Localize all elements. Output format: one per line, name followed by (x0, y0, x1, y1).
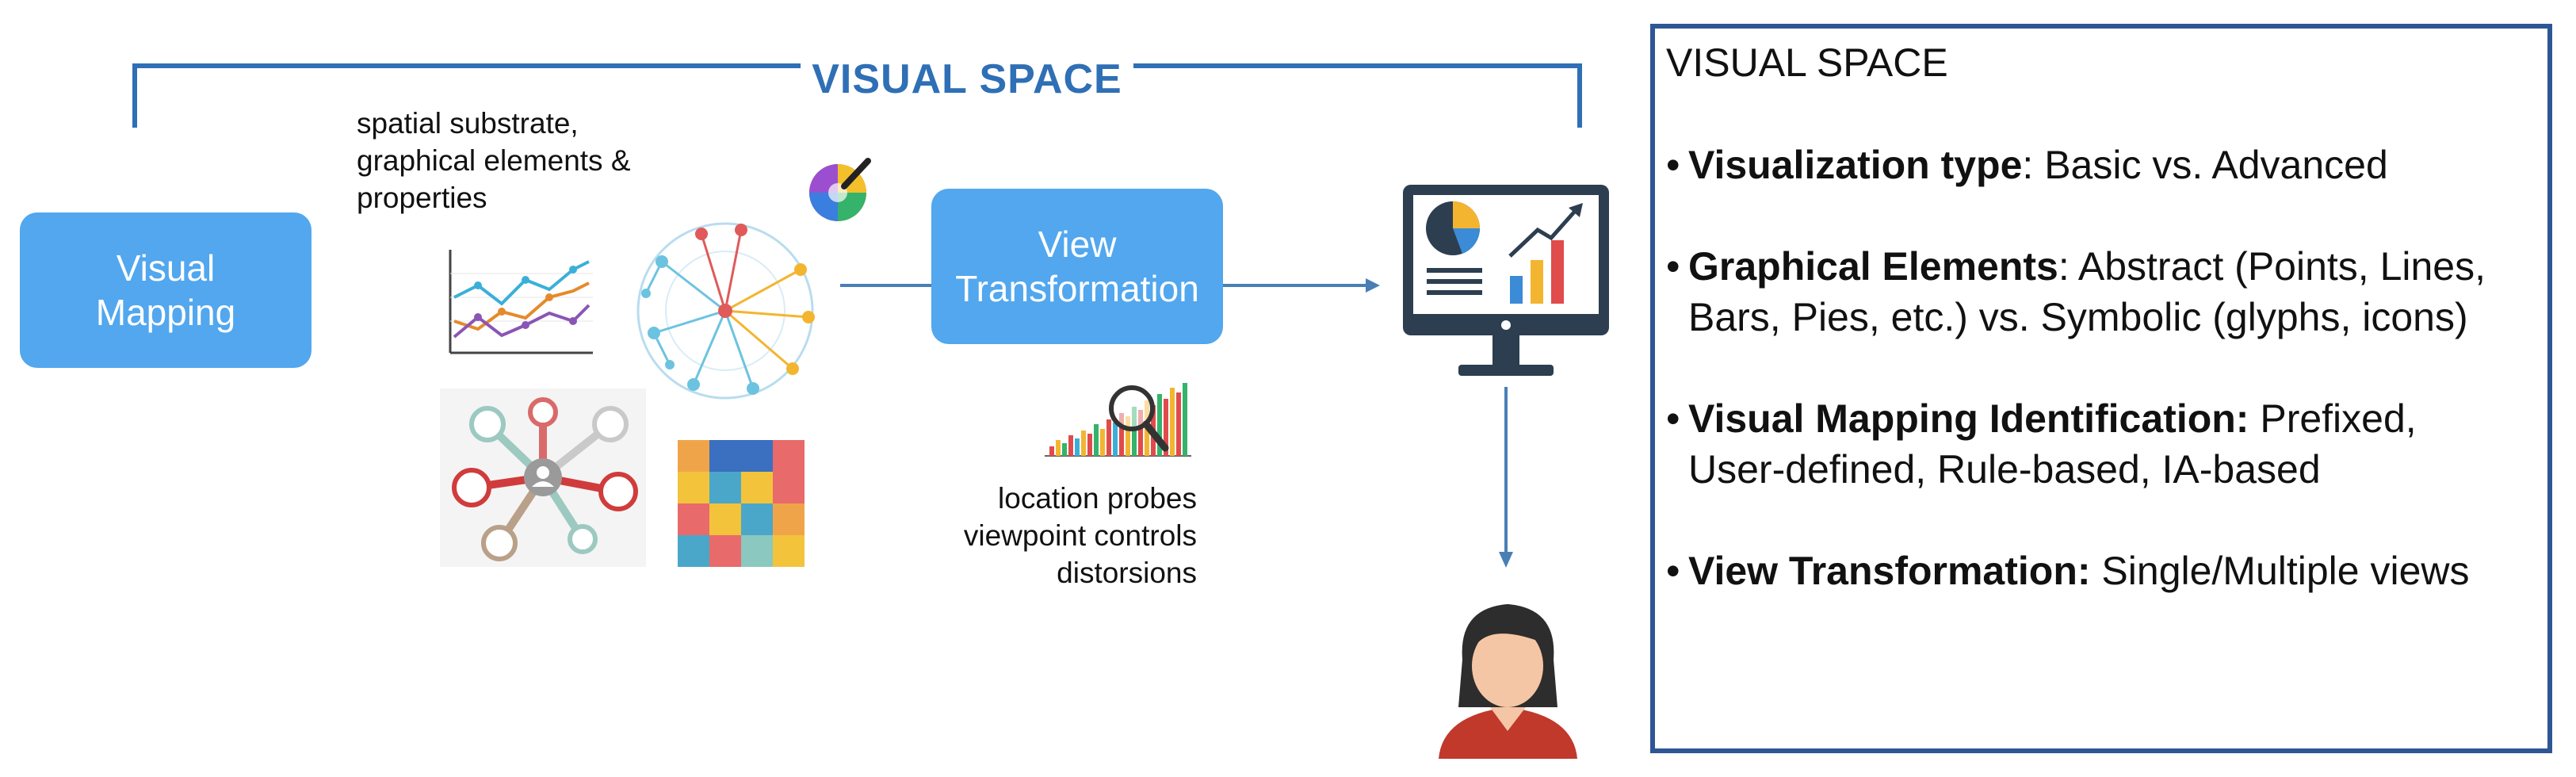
bullet-dot: • (1666, 143, 1680, 187)
bullet-visualization-type: •Visualization type: Basic vs. Advanced (1666, 140, 2538, 190)
monitor-dashboard-icon (1403, 185, 1609, 376)
bullet-dot: • (1666, 549, 1680, 593)
visual-space-bracket-right (1133, 63, 1582, 128)
probes-caption-line: viewpoint controls (963, 519, 1197, 552)
heatmap-icon (678, 440, 805, 567)
bullet-bold: Visual Mapping Identification: (1688, 396, 2249, 441)
connector-arrow-to-monitor (1223, 278, 1380, 293)
visual-space-panel: VISUAL SPACE •Visualization type: Basic … (1650, 24, 2552, 753)
bullet-bold: View Transformation: (1688, 549, 2091, 593)
view-transformation-line2: Transformation (955, 268, 1199, 309)
color-picker-icon (809, 158, 871, 221)
substrate-caption-line: graphical elements & (357, 144, 631, 177)
probes-caption: location probes viewpoint controls disto… (919, 480, 1197, 591)
bullet-bold: Graphical Elements (1688, 244, 2058, 289)
bullet-dot: • (1666, 244, 1680, 289)
magnifier-chart-icon (1045, 383, 1191, 457)
bullet-view-transformation: •View Transformation: Single/Multiple vi… (1666, 545, 2538, 596)
user-avatar-icon (1439, 604, 1577, 759)
substrate-caption-line: properties (357, 182, 487, 214)
visual-mapping-line2: Mapping (95, 292, 236, 333)
visual-mapping-box: Visual Mapping (20, 212, 311, 368)
connector-arrow-to-user (1499, 387, 1513, 568)
view-transformation-line1: View (1038, 224, 1117, 265)
bullet-graphical-elements: •Graphical Elements: Abstract (Points, L… (1666, 241, 2538, 343)
bullet-text-line2: User-defined, Rule-based, IA-based (1688, 447, 2321, 492)
radial-network-icon (636, 222, 815, 400)
bullet-visual-mapping-identification: •Visual Mapping Identification: Prefixed… (1666, 393, 2538, 495)
bullet-text: Prefixed, (2249, 396, 2417, 441)
mind-map-icon (440, 388, 646, 567)
panel-title: VISUAL SPACE (1666, 40, 1948, 85)
probes-caption-line: location probes (998, 482, 1197, 515)
visual-space-header: VISUAL SPACE (801, 56, 1133, 103)
view-transformation-box: View Transformation (931, 189, 1223, 344)
visual-space-bracket-left (132, 63, 803, 128)
connector-arrow (840, 284, 934, 287)
bullet-text-line2: Bars, Pies, etc.) vs. Symbolic (glyphs, … (1688, 295, 2468, 339)
line-chart-icon (449, 250, 593, 354)
probes-caption-line: distorsions (1057, 557, 1197, 589)
bullet-text: Single/Multiple views (2090, 549, 2470, 593)
bullet-dot: • (1666, 396, 1680, 441)
bullet-bold: Visualization type (1688, 143, 2023, 187)
bullet-text: : Basic vs. Advanced (2022, 143, 2388, 187)
bullet-text: : Abstract (Points, Lines, (2058, 244, 2486, 289)
visual-mapping-line1: Visual (116, 247, 216, 289)
substrate-caption-line: spatial substrate, (357, 107, 579, 140)
substrate-caption: spatial substrate, graphical elements & … (357, 105, 631, 216)
